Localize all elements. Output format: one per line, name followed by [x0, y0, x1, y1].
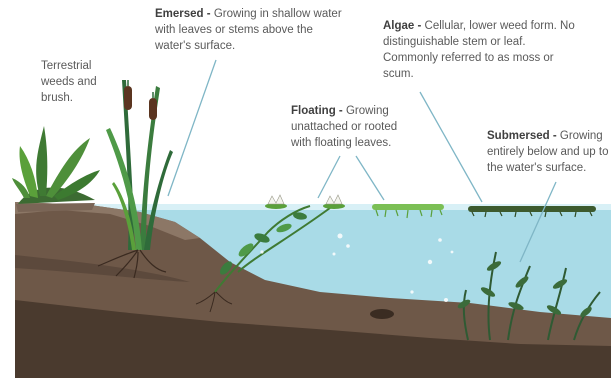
rock: [370, 309, 394, 319]
floating-label: Floating - Growing unattached or rooted …: [291, 103, 411, 151]
submersed-label: Submersed - Growing entirely below and u…: [487, 128, 609, 176]
algae-label: Algae - Cellular, lower weed form. No di…: [383, 18, 583, 82]
terrestrial-label: Terrestrial weeds and brush.: [41, 58, 119, 106]
algae-term: Algae -: [383, 20, 421, 32]
emersed-term: Emersed -: [155, 8, 211, 20]
emersed-label: Emersed - Growing in shallow water with …: [155, 6, 345, 54]
floating-term: Floating -: [291, 105, 343, 117]
submersed-term: Submersed -: [487, 130, 557, 142]
terrestrial-brush-illustration: [12, 126, 100, 212]
